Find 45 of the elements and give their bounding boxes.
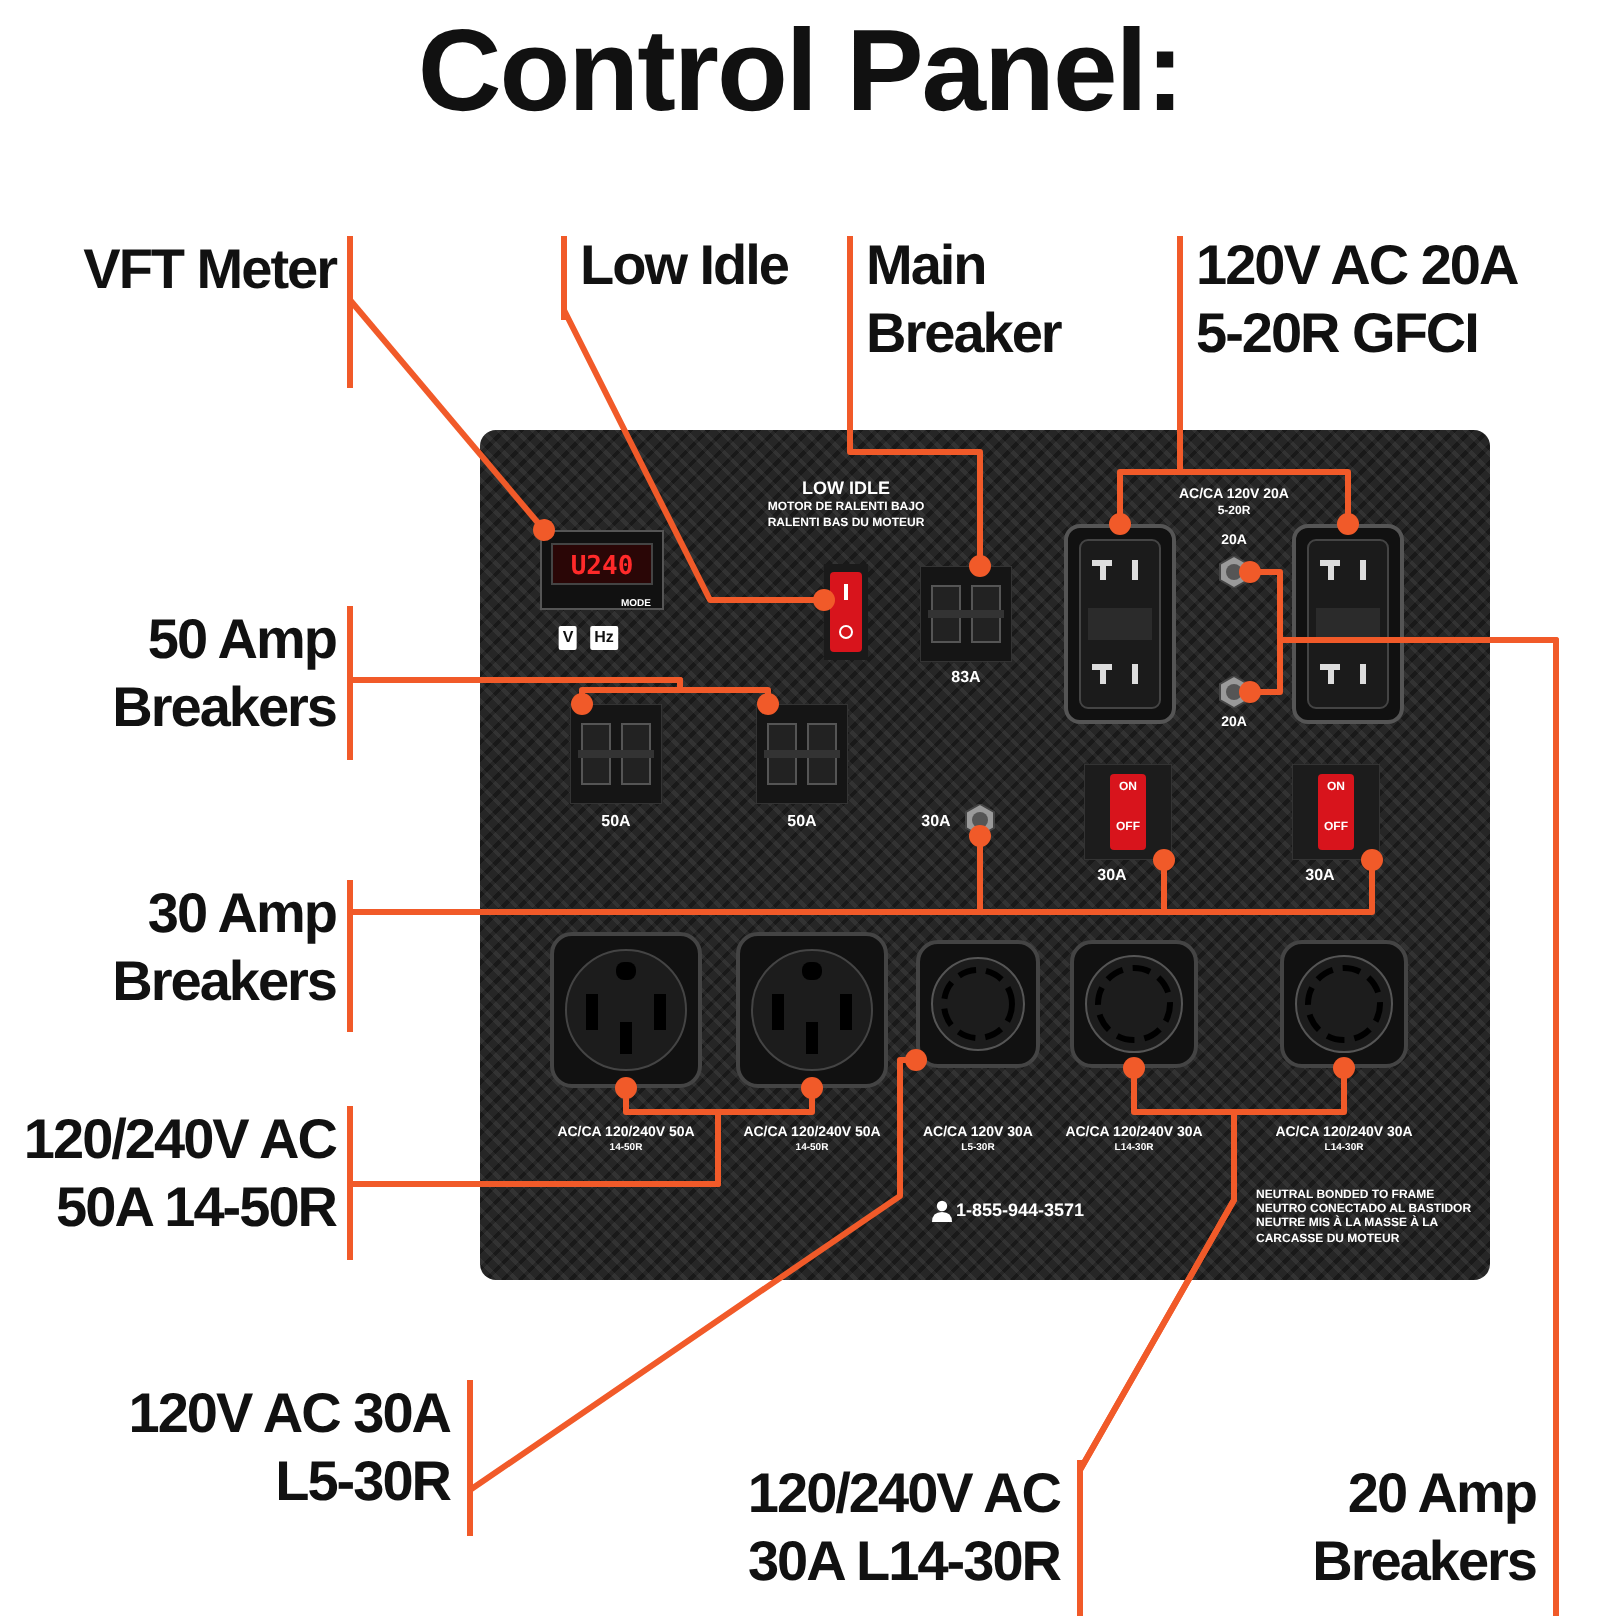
rocker-breaker-drawing <box>1292 764 1380 860</box>
digital-meter-drawing <box>540 530 664 610</box>
rating-label: 30A <box>921 812 951 832</box>
callout-label: 50 Amp Breakers <box>0 606 336 742</box>
gfci-outlet-drawing <box>1292 524 1404 724</box>
circuit-breaker-drawing <box>570 704 662 804</box>
rating-label: 30A <box>1305 866 1335 886</box>
callout-label: 120V AC 30A L5-30R <box>80 1380 450 1516</box>
leader-line <box>1077 1057 1355 1472</box>
rating-label: LOW IDLE <box>802 478 890 500</box>
phone-number: 1-855-944-3571 <box>956 1200 1085 1222</box>
rating-label: 50A <box>601 812 631 832</box>
circuit-breaker-drawing <box>756 704 848 804</box>
push-button-breaker-icon <box>1218 676 1250 708</box>
circuit-breaker-drawing <box>920 566 1012 662</box>
callout-label: Low Idle <box>580 232 840 300</box>
push-button-breaker-icon <box>964 804 996 836</box>
callout-label: 30 Amp Breakers <box>0 880 336 1016</box>
rating-label: 30A <box>1097 866 1127 886</box>
rating-label: 50A <box>787 812 817 832</box>
meter-reading: U240 <box>570 552 634 582</box>
leader-line <box>468 1049 927 1493</box>
leader-line <box>347 298 555 541</box>
diagram-title: Control Panel: <box>415 4 1185 140</box>
callout-label: 120/240V AC 50A 14-50R <box>0 1106 336 1242</box>
meter-key: Hz <box>590 626 618 650</box>
meter-key: V <box>558 626 578 650</box>
push-button-breaker-icon <box>1218 556 1250 588</box>
callout-label: VFT Meter <box>0 236 336 304</box>
callout-label: 120V AC 20A 5-20R GFCI <box>1196 232 1540 368</box>
control-panel <box>480 430 1490 1280</box>
callout-label: 120/240V AC 30A L14-30R <box>660 1460 1060 1596</box>
power-outlet-drawing <box>736 932 888 1088</box>
callout-label: Main Breaker <box>866 232 1126 368</box>
callout-label: 20 Amp Breakers <box>1120 1460 1536 1596</box>
rocker-switch-drawing <box>824 564 868 660</box>
power-outlet-drawing <box>550 932 702 1088</box>
rocker-breaker-drawing <box>1084 764 1172 860</box>
twist-lock-outlet-drawing <box>1280 940 1408 1068</box>
leader-line <box>847 388 991 577</box>
twist-lock-outlet-drawing <box>916 940 1040 1068</box>
leader-line <box>561 308 835 611</box>
twist-lock-outlet-drawing <box>1070 940 1198 1068</box>
gfci-outlet-drawing <box>1064 524 1176 724</box>
rating-label: 83A <box>951 668 981 688</box>
